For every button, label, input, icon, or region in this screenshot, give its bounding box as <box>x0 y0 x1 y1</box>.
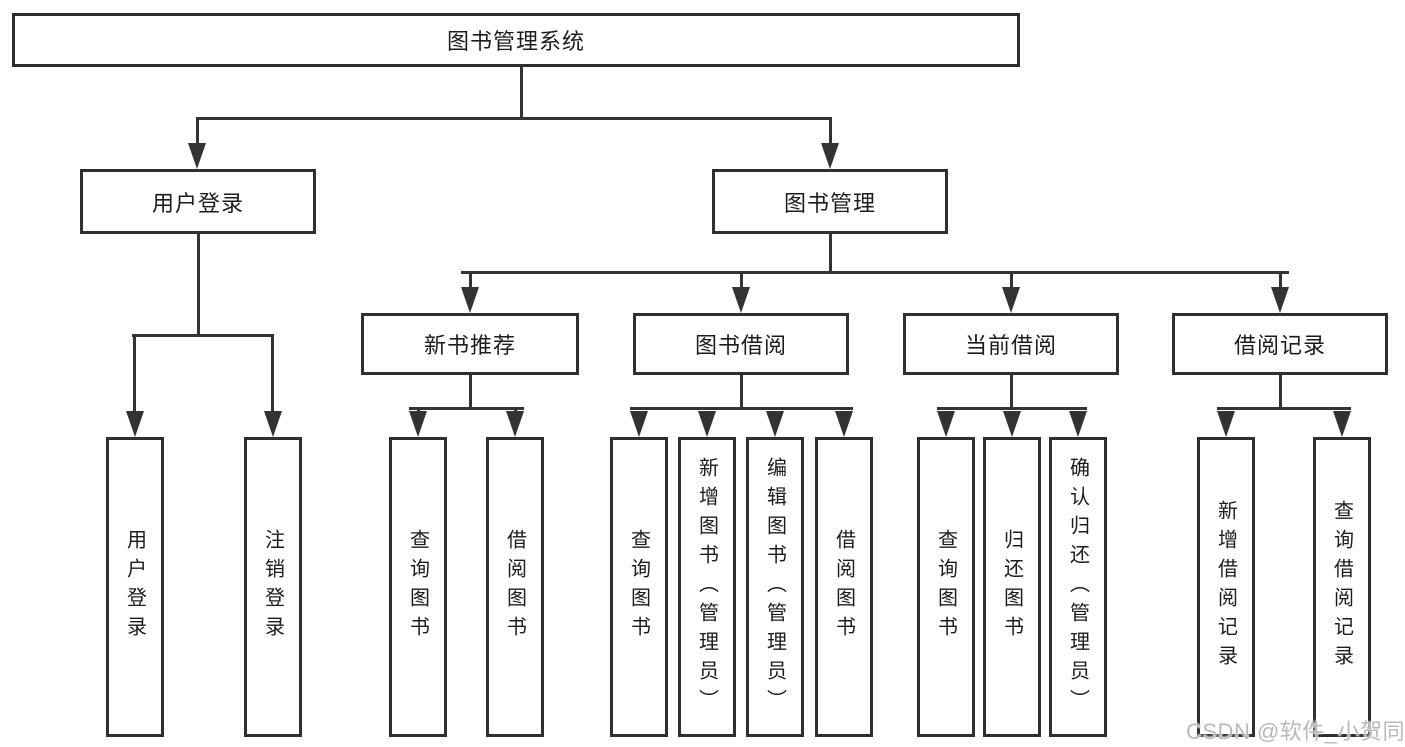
leaf-current-confirm-return-admin: 确认归还（管理员） <box>1049 437 1107 737</box>
node-user-login: 用户登录 <box>80 169 316 234</box>
leaf-recommend-query-books: 查询图书 <box>389 437 447 737</box>
connector-arrowhead <box>409 411 427 437</box>
connector-arrowhead <box>937 411 955 437</box>
connector-line <box>630 407 853 410</box>
leaf-label: 编辑图书（管理员） <box>763 456 786 718</box>
connector-line <box>461 271 1289 274</box>
connector-arrowhead <box>1003 411 1021 437</box>
connector-arrowhead <box>732 287 750 313</box>
connector-line <box>1217 407 1351 410</box>
node-label: 图书管理系统 <box>446 29 585 54</box>
connector-arrowhead <box>506 411 524 437</box>
connector-line <box>1010 271 1013 291</box>
node-label: 当前借阅 <box>964 333 1057 358</box>
connector-line <box>1279 271 1282 291</box>
leaf-borrowing-edit-books-admin: 编辑图书（管理员） <box>746 437 804 737</box>
node-label: 图书借阅 <box>694 333 787 358</box>
node-label: 用户登录 <box>151 190 244 216</box>
leaf-borrowing-query-books: 查询图书 <box>610 437 668 737</box>
leaf-label: 新增借阅记录 <box>1214 500 1237 674</box>
connector-arrowhead <box>821 143 839 169</box>
connector-arrowhead <box>264 411 282 437</box>
leaf-label: 用户登录 <box>123 529 146 645</box>
connector-line <box>469 373 472 410</box>
connector-arrowhead <box>1069 411 1087 437</box>
leaf-label: 归还图书 <box>1000 529 1023 645</box>
connector-arrowhead <box>461 287 479 313</box>
connector-line <box>469 271 472 291</box>
connector-arrowhead <box>1271 287 1289 313</box>
connector-line <box>520 66 523 119</box>
leaf-current-query-books: 查询图书 <box>917 437 975 737</box>
leaf-label: 查询借阅记录 <box>1330 500 1353 674</box>
connector-line <box>409 407 524 410</box>
leaf-user-login: 用户登录 <box>106 437 164 737</box>
connector-arrowhead <box>1217 411 1235 437</box>
connector-arrowhead <box>835 411 853 437</box>
leaf-records-query-record: 查询借阅记录 <box>1313 437 1371 737</box>
leaf-recommend-borrow-books: 借阅图书 <box>486 437 544 737</box>
connector-line <box>133 334 136 414</box>
connector-line <box>1279 373 1282 410</box>
connector-arrowhead <box>698 411 716 437</box>
connector-arrowhead <box>766 411 784 437</box>
connector-line <box>197 232 200 335</box>
node-label: 图书管理 <box>783 190 876 216</box>
node-new-book-recommend: 新书推荐 <box>361 313 579 375</box>
leaf-label: 确认归还（管理员） <box>1066 456 1089 718</box>
leaf-current-return-books: 归还图书 <box>983 437 1041 737</box>
connector-arrowhead <box>630 411 648 437</box>
leaf-borrowing-borrow-books: 借阅图书 <box>815 437 873 737</box>
connector-arrowhead <box>1333 411 1351 437</box>
node-book-management: 图书管理 <box>712 169 948 234</box>
connector-line <box>271 334 274 414</box>
leaf-label: 新增图书（管理员） <box>695 456 718 718</box>
watermark-csdn: CSDN @软件_小贺同学 <box>1186 719 1405 744</box>
connector-line <box>1010 373 1013 410</box>
leaf-label: 查询图书 <box>934 529 957 645</box>
leaf-label: 查询图书 <box>406 529 429 645</box>
leaf-logout: 注销登录 <box>244 437 302 737</box>
connector-line <box>196 117 832 120</box>
connector-line <box>132 334 274 337</box>
node-label: 借阅记录 <box>1233 333 1326 358</box>
connector-arrowhead <box>126 411 144 437</box>
connector-line <box>829 117 832 147</box>
connector-arrowhead <box>188 143 206 169</box>
connector-line <box>829 232 832 274</box>
leaf-records-add-record: 新增借阅记录 <box>1197 437 1255 737</box>
connector-line <box>740 373 743 410</box>
node-borrowing-records: 借阅记录 <box>1172 313 1388 375</box>
node-label: 新书推荐 <box>423 333 516 358</box>
leaf-label: 查询图书 <box>627 529 650 645</box>
leaf-borrowing-add-books-admin: 新增图书（管理员） <box>678 437 736 737</box>
leaf-label: 注销登录 <box>261 529 284 645</box>
connector-line <box>937 407 1087 410</box>
leaf-label: 借阅图书 <box>503 529 526 645</box>
node-current-borrowing: 当前借阅 <box>903 313 1119 375</box>
node-book-borrowing: 图书借阅 <box>633 313 849 375</box>
connector-arrowhead <box>1002 287 1020 313</box>
connector-line <box>196 117 199 147</box>
node-library-management-system: 图书管理系统 <box>12 13 1020 67</box>
leaf-label: 借阅图书 <box>832 529 855 645</box>
connector-line <box>740 271 743 291</box>
